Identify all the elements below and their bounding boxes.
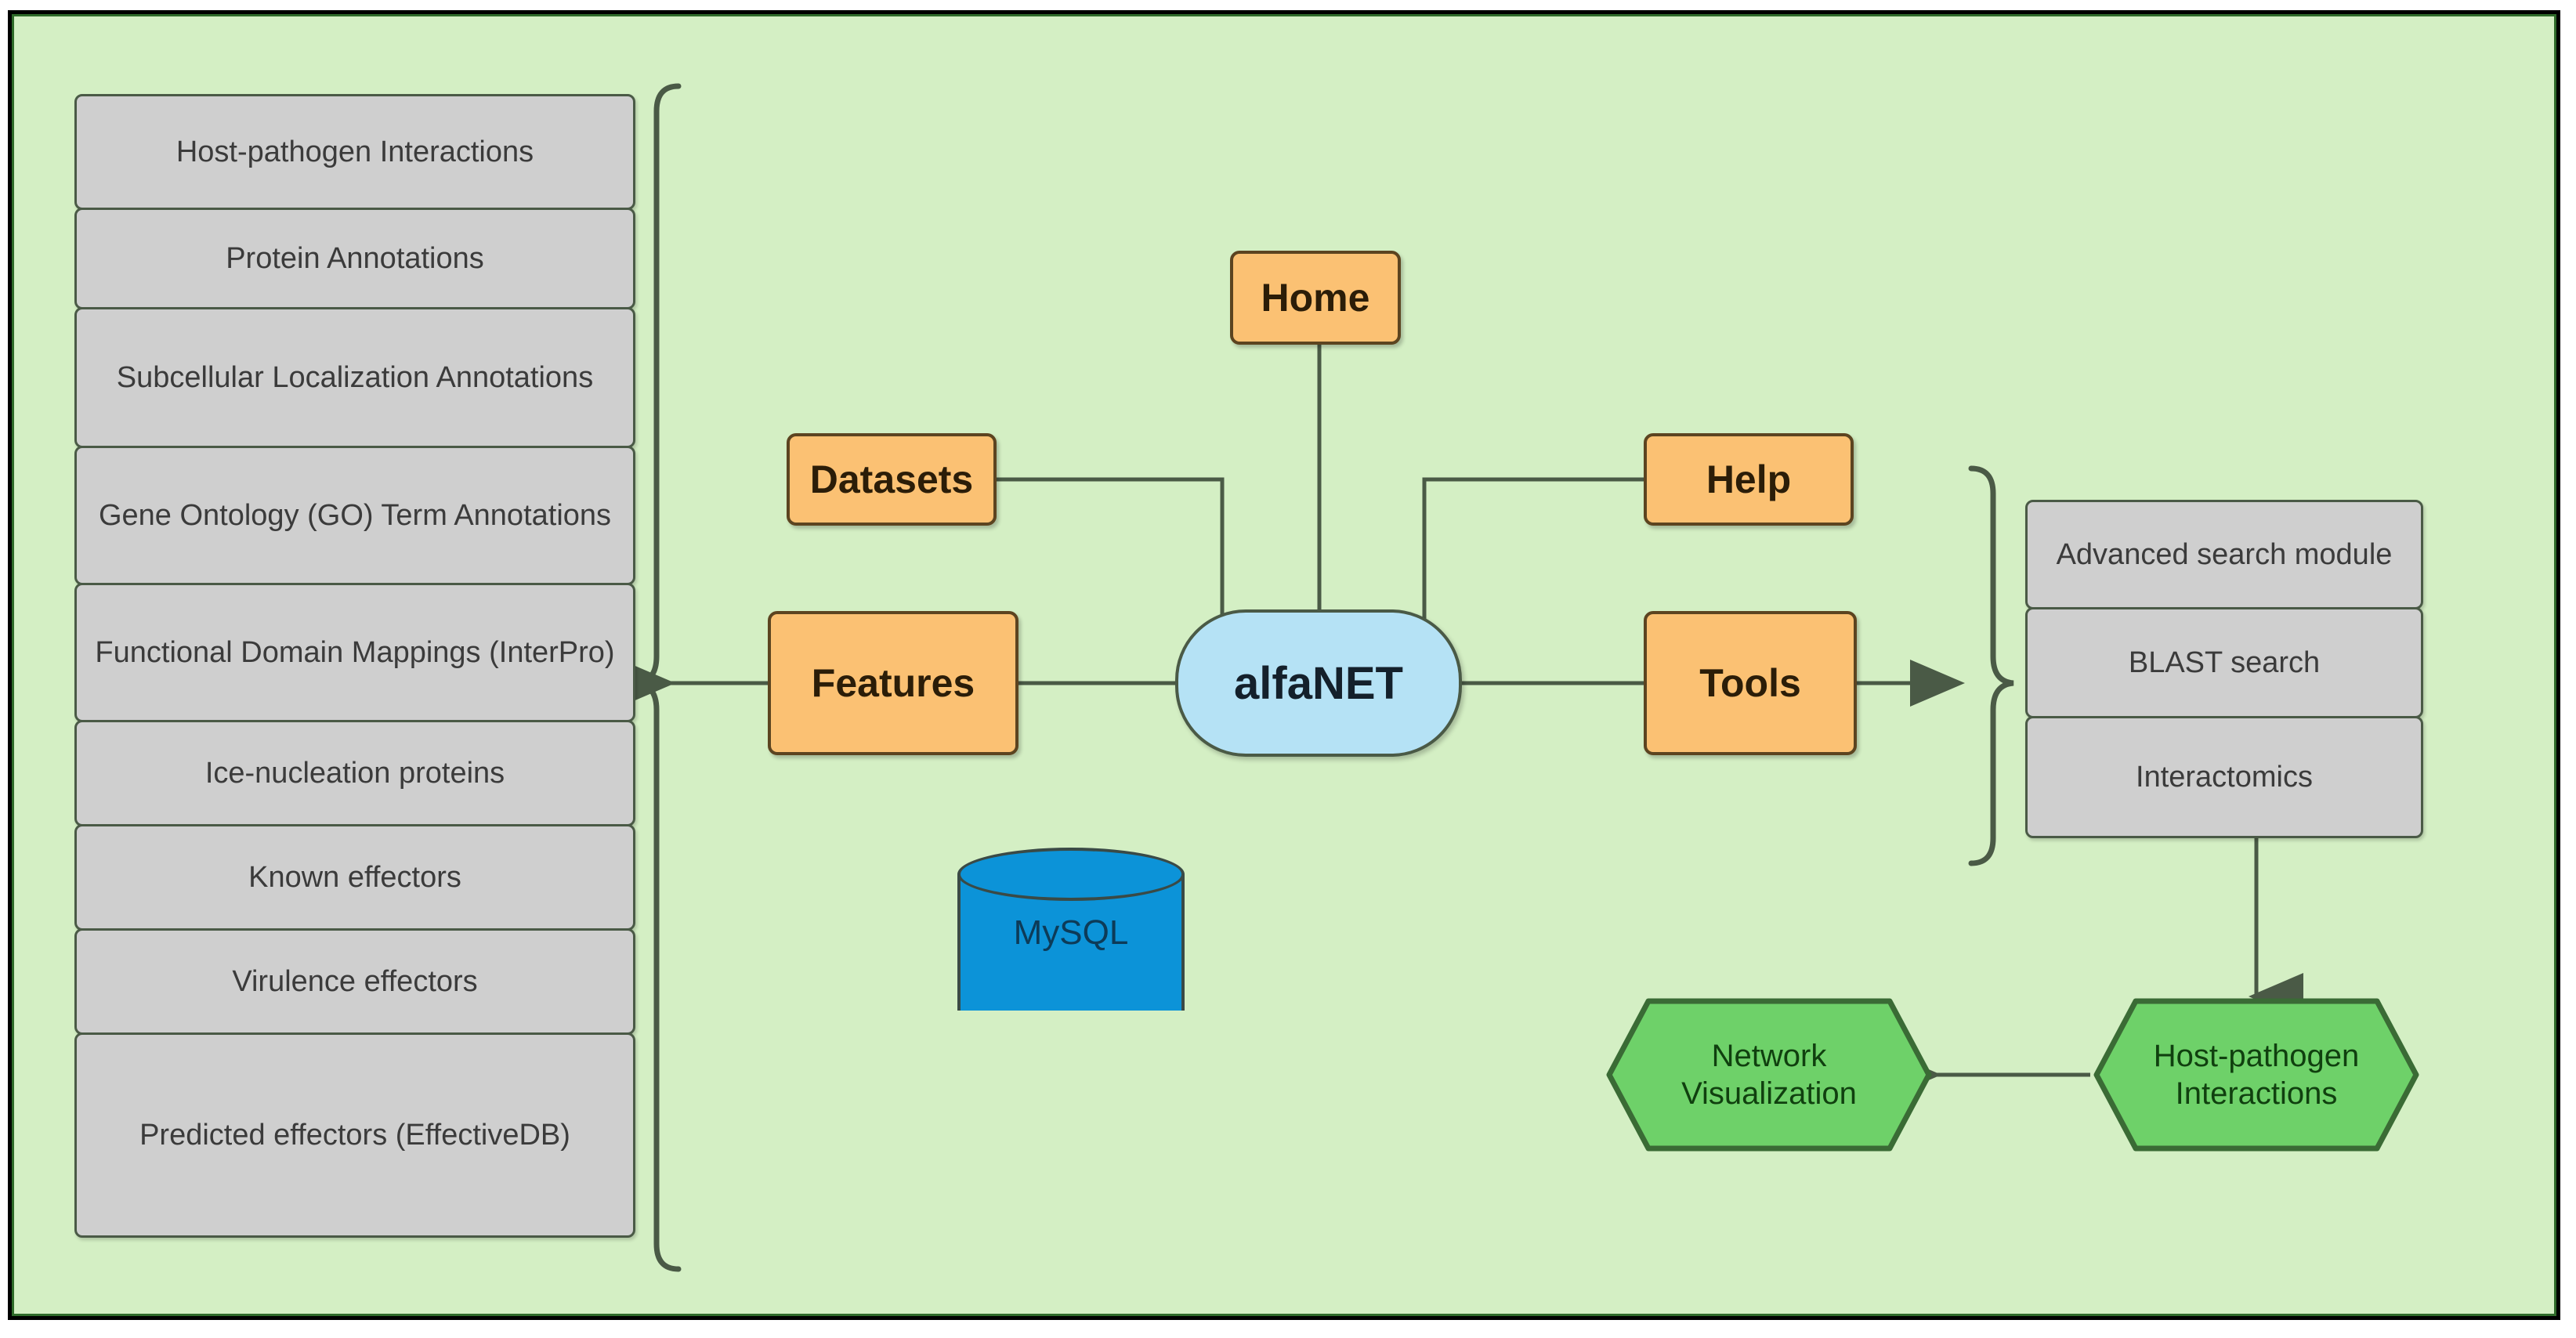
feature-item-host-pathogen-interactions[interactable]: Host-pathogen Interactions <box>74 94 635 210</box>
nav-node-tools[interactable]: Tools <box>1644 611 1857 755</box>
feature-item-label: Predicted effectors (EffectiveDB) <box>139 1118 570 1152</box>
hexagon-label-group: Host-pathogen Interactions <box>2092 996 2421 1153</box>
tool-item-label: Interactomics <box>2136 760 2313 794</box>
hexagon-label-group: Network Visualization <box>1605 996 1934 1153</box>
feature-item-label: Known effectors <box>248 860 461 894</box>
hub-node-label: alfaNET <box>1234 657 1403 709</box>
nav-node-label: Features <box>811 661 975 705</box>
tool-item-interactomics[interactable]: Interactomics <box>2025 716 2423 838</box>
feature-item-label: Functional Domain Mappings (InterPro) <box>95 635 615 669</box>
feature-item-predicted-effectors[interactable]: Predicted effectors (EffectiveDB) <box>74 1032 635 1238</box>
nav-node-label: Tools <box>1699 661 1801 705</box>
output-hexagon-network-visualization[interactable]: Network Visualization <box>1605 996 1934 1153</box>
hexagon-shape <box>2093 998 2419 1152</box>
hub-node-alfanet[interactable]: alfaNET <box>1175 609 1462 757</box>
tool-item-label: Advanced search module <box>2056 537 2393 571</box>
feature-item-label: Protein Annotations <box>226 241 484 275</box>
hexagon-shape <box>1606 998 1932 1152</box>
feature-item-label: Subcellular Localization Annotations <box>116 360 594 394</box>
nav-node-label: Help <box>1706 457 1792 501</box>
nav-node-help[interactable]: Help <box>1644 433 1854 526</box>
feature-item-functional-domain-mappings[interactable]: Functional Domain Mappings (InterPro) <box>74 583 635 722</box>
hexagon-label-line1: Host-pathogen <box>2153 1039 2360 1073</box>
feature-item-label: Virulence effectors <box>232 964 478 998</box>
database-label: MySQL <box>1013 913 1129 952</box>
hexagon-label-line1: Network <box>1711 1039 1827 1073</box>
feature-item-go-term-annotations[interactable]: Gene Ontology (GO) Term Annotations <box>74 446 635 585</box>
feature-item-label: Host-pathogen Interactions <box>175 135 534 168</box>
tool-item-advanced-search-module[interactable]: Advanced search module <box>2025 500 2423 609</box>
feature-item-protein-annotations[interactable]: Protein Annotations <box>74 208 635 309</box>
feature-item-subcellular-localization-annotations[interactable]: Subcellular Localization Annotations <box>74 307 635 448</box>
nav-node-label: Datasets <box>809 457 974 501</box>
database-cylinder-mysql: MySQL <box>957 848 1185 1036</box>
tool-item-label: BLAST search <box>2128 645 2321 679</box>
nav-node-home[interactable]: Home <box>1230 251 1401 345</box>
feature-item-virulence-effectors[interactable]: Virulence effectors <box>74 928 635 1035</box>
hexagon-label-line2: Interactions <box>2175 1076 2338 1111</box>
nav-node-features[interactable]: Features <box>768 611 1018 755</box>
nav-node-datasets[interactable]: Datasets <box>787 433 997 526</box>
database-cylinder-top <box>957 848 1185 901</box>
tool-item-blast-search[interactable]: BLAST search <box>2025 607 2423 718</box>
nav-node-label: Home <box>1261 276 1370 320</box>
feature-item-known-effectors[interactable]: Known effectors <box>74 824 635 931</box>
hexagon-label-line2: Visualization <box>1681 1076 1857 1111</box>
feature-item-ice-nucleation-proteins[interactable]: Ice-nucleation proteins <box>74 720 635 826</box>
feature-item-label: Ice-nucleation proteins <box>204 756 505 790</box>
feature-item-label: Gene Ontology (GO) Term Annotations <box>98 498 612 532</box>
output-hexagon-host-pathogen-interactions[interactable]: Host-pathogen Interactions <box>2092 996 2421 1153</box>
